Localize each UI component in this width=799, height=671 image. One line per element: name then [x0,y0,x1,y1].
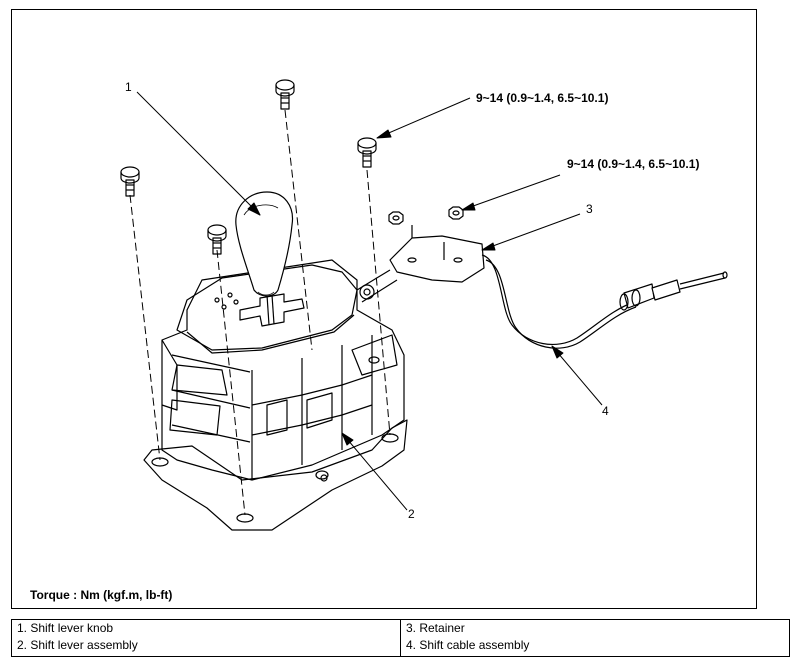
shift-lever-knob [235,191,294,326]
legend-item-4: 4. Shift cable assembly [406,638,530,652]
bolt-front-left [120,166,140,197]
diagram-frame: 9~14 (0.9~1.4, 6.5~10.1) 9~14 (0.9~1.4, … [11,9,757,609]
retainer-nut-left [388,211,404,225]
bolt-rear-right [357,137,377,168]
torque-unit-note: Torque : Nm (kgf.m, lb-ft) [30,588,173,602]
callout-number-4: 4 [602,404,609,418]
leader-lines [136,91,603,511]
legend-row: 1. Shift lever knob 2. Shift lever assem… [11,619,790,657]
shift-lever-assembly [143,259,408,531]
callout-number-3: 3 [586,202,593,216]
callout-number-1: 1 [125,80,132,94]
legend-item-3: 3. Retainer [406,621,465,635]
torque-callout-bolts: 9~14 (0.9~1.4, 6.5~10.1) [476,91,609,105]
callout-number-2: 2 [408,507,415,521]
legend-cell-left: 1. Shift lever knob 2. Shift lever assem… [11,619,401,657]
bolt-rear-left [275,79,295,110]
parts-legend-table: 1. Shift lever knob 2. Shift lever assem… [11,619,790,657]
retainer [356,225,485,303]
bolt-axis-lines [129,109,391,516]
legend-item-1: 1. Shift lever knob [17,621,114,635]
retainer-nut-right [448,206,464,220]
shift-lever-diagram [120,79,728,531]
bolt-front-mid [207,224,227,255]
shift-cable-assembly [481,254,728,349]
legend-cell-right: 3. Retainer 4. Shift cable assembly [400,619,790,657]
torque-callout-nuts: 9~14 (0.9~1.4, 6.5~10.1) [567,157,700,171]
legend-item-2: 2. Shift lever assembly [17,638,138,652]
